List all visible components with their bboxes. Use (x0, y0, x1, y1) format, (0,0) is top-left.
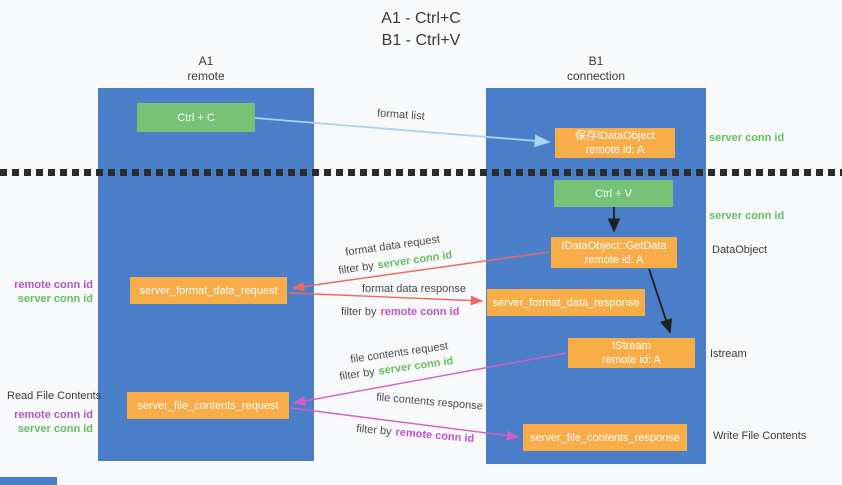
side-label-dataobject: DataObject (712, 244, 768, 256)
node-idataobject-getdata: IDataObject::GetData remote id: A (551, 237, 677, 268)
side-label-conn-ids-file: remote conn id server conn id (14, 408, 93, 436)
filter-by-text: filter by (338, 366, 376, 383)
side-label-read-file-contents: Read File Contents (7, 390, 102, 402)
side-label-write-file-contents: Write File Contents (713, 430, 807, 442)
filter-by-text: filter by (355, 422, 393, 438)
filter-by-text: filter by (337, 260, 375, 277)
node-format-request-label: server_format_data_request (139, 284, 278, 297)
diagram-title: A1 - Ctrl+C B1 - Ctrl+V (0, 8, 842, 52)
node-getdata-line2: remote id: A (584, 253, 644, 266)
title-line-a1: A1 - Ctrl+C (381, 10, 461, 27)
column-header-a1: A1 remote (126, 54, 286, 84)
server-conn-id-label: server conn id (17, 423, 93, 435)
column-a1-name: A1 (198, 54, 214, 68)
node-server-file-contents-request: server_file_contents_request (127, 392, 289, 419)
remote-conn-id-label: remote conn id (14, 279, 93, 291)
remote-conn-id-text: remote conn id (380, 306, 460, 318)
node-format-response-label: server_format_data_response (492, 296, 640, 309)
node-istream-line2: remote id: A (602, 354, 661, 366)
column-a1-subtitle: remote (187, 69, 225, 83)
session-divider-dotted-line (0, 169, 842, 176)
node-ctrl-v: Ctrl + V (554, 180, 673, 207)
remote-conn-id-text: remote conn id (395, 426, 475, 446)
node-server-format-data-response: server_format_data_response (487, 289, 645, 316)
side-label-server-conn-id-top: server conn id (709, 132, 785, 144)
filter-by-text: filter by (341, 306, 377, 318)
side-label-conn-ids-format: remote conn id server conn id (14, 278, 93, 306)
label-format-data-response: format data response (362, 283, 466, 295)
column-b1-subtitle: connection (566, 69, 626, 83)
node-getdata-line1: IDataObject::GetData (561, 239, 667, 252)
node-istream: IStream remote id: A (568, 338, 695, 368)
label-file-contents-response: file contents response (375, 391, 484, 413)
title-line-b1: B1 - Ctrl+V (381, 32, 461, 49)
side-label-istream: Istream (710, 348, 747, 360)
column-b1-name: B1 (588, 54, 604, 68)
node-save-idataobject: 保存IDataObject remote id: A (555, 128, 675, 158)
node-file-request-label: server_file_contents_request (137, 399, 279, 412)
node-server-format-data-request: server_format_data_request (130, 277, 287, 304)
node-ctrl-c: Ctrl + C (137, 103, 255, 132)
column-header-b1: B1 connection (516, 54, 676, 84)
node-save-idataobject-line2: remote id: A (585, 144, 645, 156)
node-ctrl-c-label: Ctrl + C (177, 111, 215, 124)
node-server-file-contents-response: server_file_contents_response (523, 424, 687, 451)
side-label-server-conn-id-mid: server conn id (709, 210, 785, 222)
label-format-list: format list (376, 107, 426, 123)
server-conn-id-label: server conn id (17, 293, 93, 305)
bottom-left-blue-bar (0, 477, 57, 485)
remote-conn-id-label: remote conn id (14, 409, 93, 421)
node-file-response-label: server_file_contents_response (530, 431, 680, 444)
node-save-idataobject-line1: 保存IDataObject (574, 130, 656, 142)
node-istream-line1: IStream (612, 340, 651, 352)
node-ctrl-v-label: Ctrl + V (595, 187, 632, 200)
